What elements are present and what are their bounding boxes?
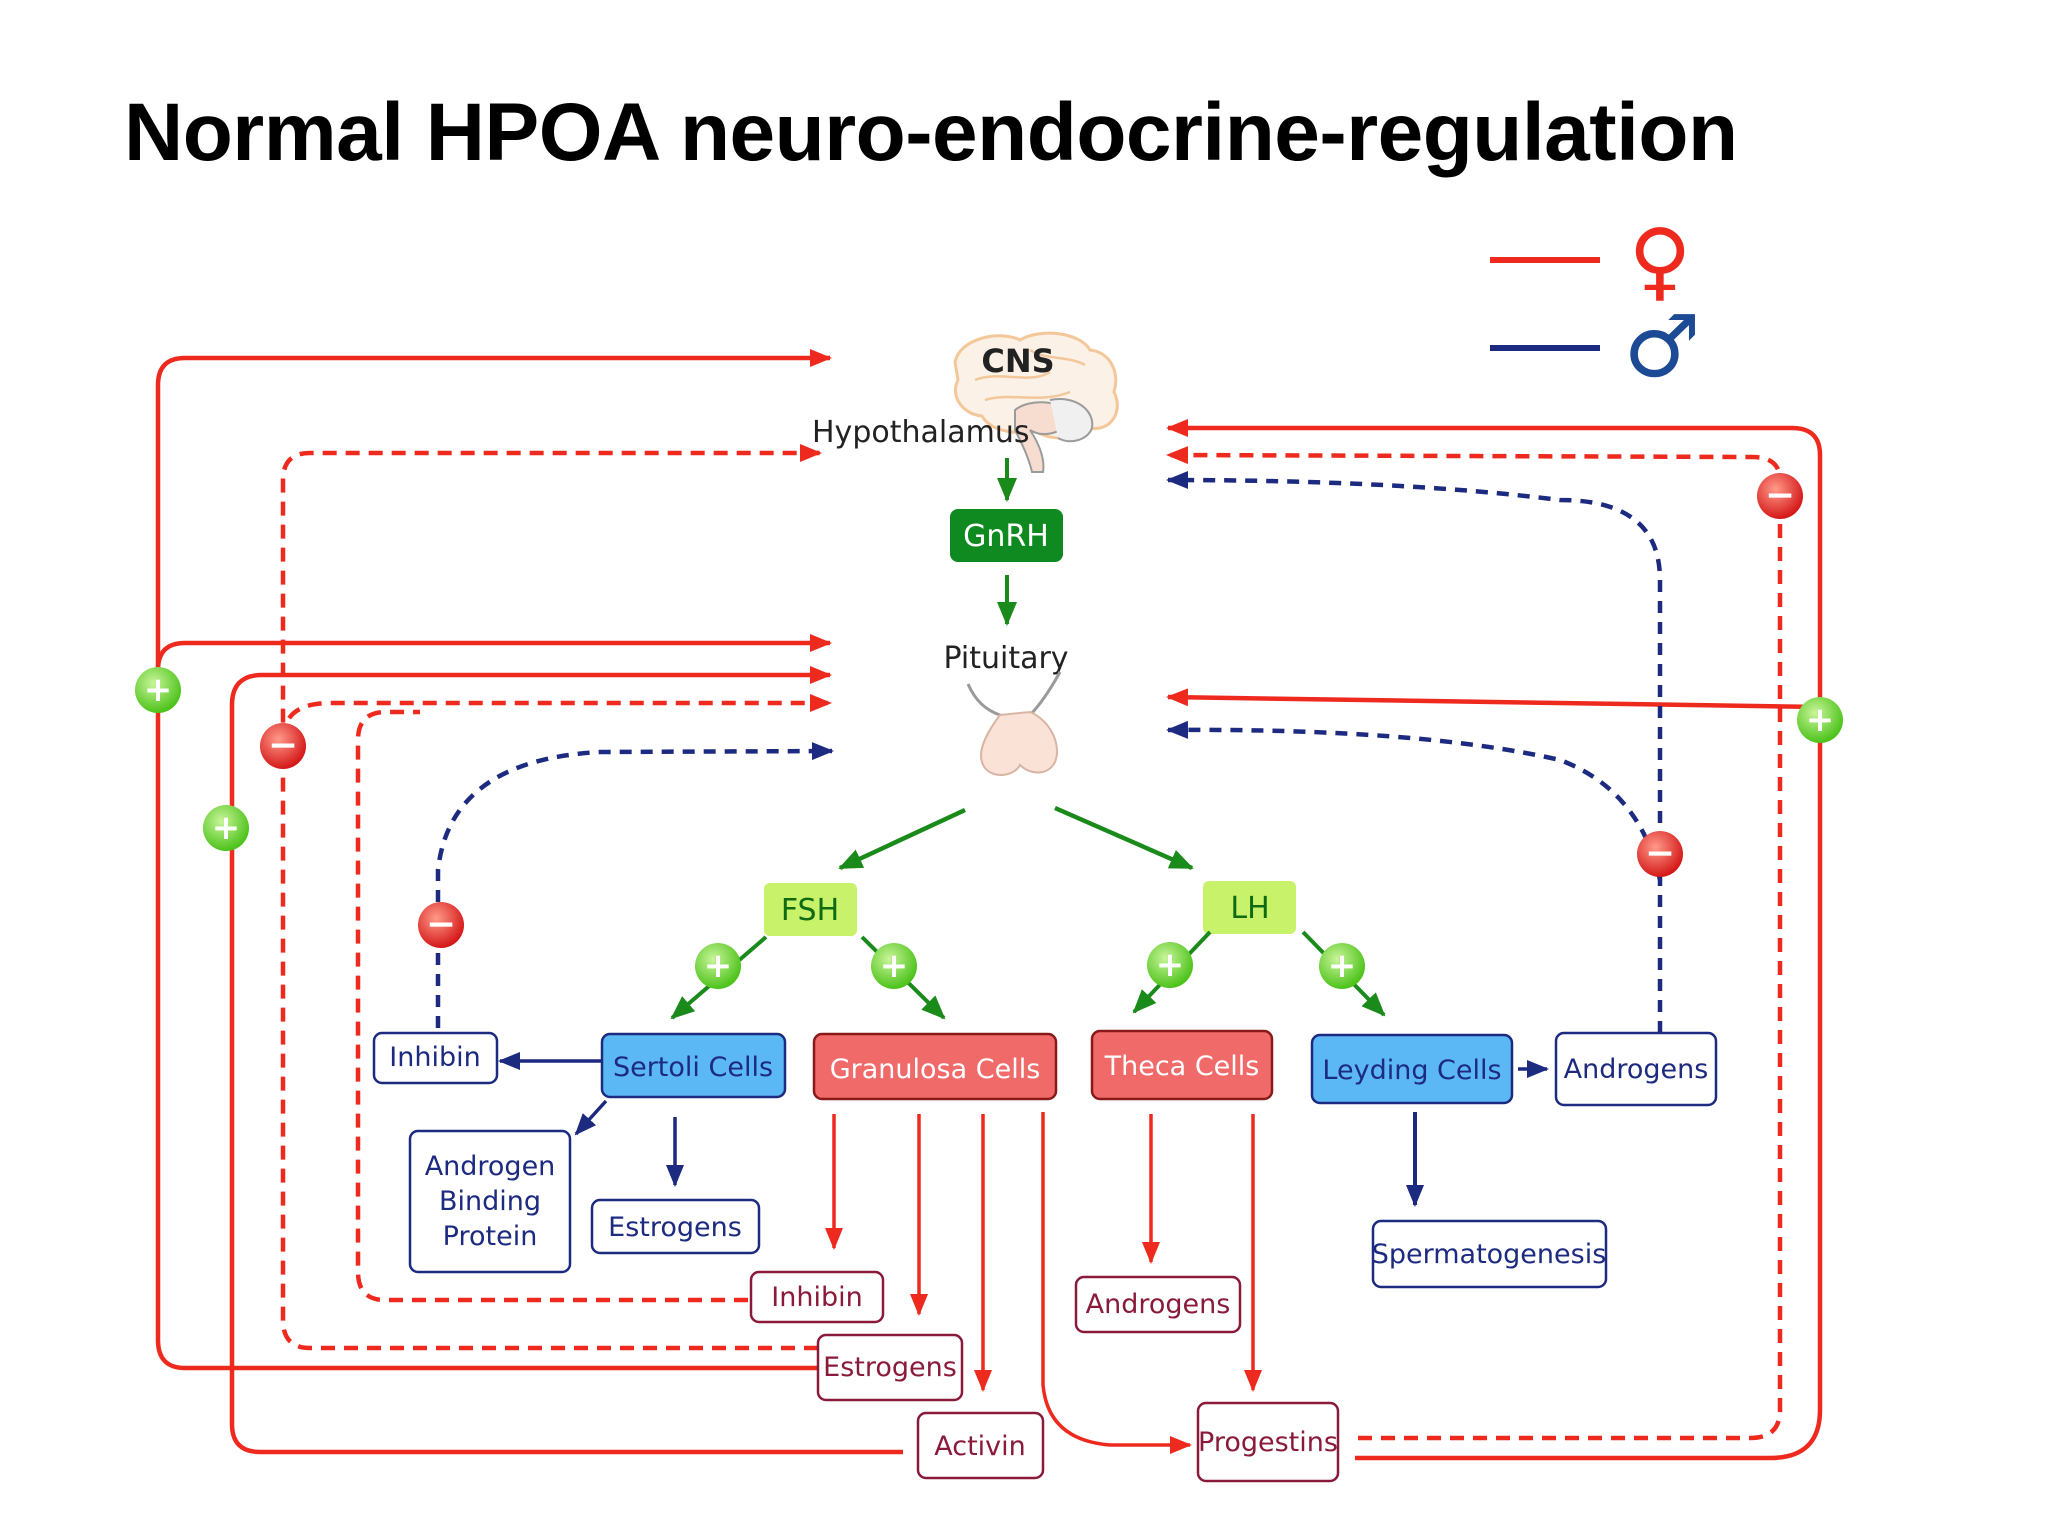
androgens-female-label: Androgens bbox=[1086, 1289, 1231, 1320]
svg-text:+: + bbox=[880, 946, 909, 986]
fsh-label: FSH bbox=[781, 893, 839, 928]
progestins-label: Progestins bbox=[1198, 1427, 1338, 1458]
inhibin-female-box bbox=[749, 1270, 885, 1324]
plus-sign-lh-theca: + bbox=[1147, 942, 1193, 988]
spermatogenesis-label: Spermatogenesis bbox=[1372, 1239, 1607, 1270]
svg-text:−: − bbox=[1645, 833, 1675, 874]
granulosa-cells-box bbox=[812, 1032, 1058, 1101]
dashed-androgens-to-pituitary bbox=[1166, 720, 1663, 881]
progestins-box bbox=[1196, 1401, 1340, 1483]
svg-text:+: + bbox=[212, 808, 241, 848]
slide-title: Normal HPOA neuro-endocrine-regulation bbox=[124, 87, 1738, 178]
sertoli-cells-label: Sertoli Cells bbox=[613, 1052, 773, 1083]
line-estrogens-to-pituitary bbox=[155, 634, 832, 690]
gnrh-label: GnRH bbox=[963, 519, 1049, 554]
svg-text:+: + bbox=[1328, 946, 1357, 986]
abp-label-line1: Androgen bbox=[425, 1151, 556, 1182]
svg-text:+: + bbox=[1806, 700, 1835, 740]
plus-sign-progestins-right: + bbox=[1797, 697, 1843, 743]
dashed-inhibin-male-to-pituitary bbox=[435, 742, 834, 1028]
arrow-granulosa-progestins bbox=[1041, 1112, 1192, 1454]
spermatogenesis-box bbox=[1371, 1219, 1608, 1289]
legend: ♀ ♂ bbox=[1490, 211, 1701, 397]
svg-text:+: + bbox=[1156, 945, 1185, 985]
plus-sign-estrogens-left: + bbox=[135, 667, 181, 713]
activin-label: Activin bbox=[934, 1431, 1026, 1462]
leydig-cells-box bbox=[1310, 1033, 1514, 1105]
minus-sign-inhibin-male: − bbox=[418, 902, 464, 948]
dashed-androgens-to-hypothalamus bbox=[1166, 471, 1663, 1033]
estrogens-female-label: Estrogens bbox=[823, 1352, 957, 1383]
theca-cells-label: Theca Cells bbox=[1104, 1051, 1260, 1082]
pituitary-icon bbox=[966, 671, 1062, 776]
male-symbol-icon: ♂ bbox=[1623, 297, 1700, 397]
svg-text:+: + bbox=[704, 946, 733, 986]
line-progestins-to-hypothalamus bbox=[1166, 419, 1823, 1461]
minus-sign-progestins-right: − bbox=[1757, 473, 1803, 519]
gnrh-box bbox=[950, 509, 1063, 562]
inhibin-female-label: Inhibin bbox=[771, 1282, 862, 1313]
estrogens-male-box bbox=[590, 1198, 761, 1255]
abp-label-line3: Protein bbox=[443, 1221, 538, 1252]
minus-sign-androgens-right: − bbox=[1637, 831, 1683, 877]
female-symbol-icon: ♀ bbox=[1629, 211, 1692, 311]
abp-box bbox=[408, 1129, 572, 1274]
dashed-estrogens-to-hypothalamus bbox=[280, 444, 822, 1351]
abp-label-line2: Binding bbox=[439, 1186, 541, 1217]
line-progestins-to-pituitary bbox=[1166, 688, 1821, 710]
svg-text:−: − bbox=[426, 904, 456, 945]
inhibin-male-box bbox=[372, 1031, 499, 1085]
line-activin-to-pituitary bbox=[229, 666, 903, 1455]
fsh-box bbox=[764, 883, 857, 936]
estrogens-male-label: Estrogens bbox=[608, 1212, 742, 1243]
lh-box bbox=[1203, 881, 1296, 934]
theca-cells-box bbox=[1090, 1029, 1274, 1101]
hypothalamus-label: Hypothalamus bbox=[812, 415, 1029, 450]
svg-text:−: − bbox=[268, 725, 298, 766]
sertoli-cells-box bbox=[600, 1032, 787, 1099]
arrow-pituitary-fsh bbox=[838, 807, 966, 871]
estrogens-female-box bbox=[816, 1333, 964, 1402]
androgens-female-box bbox=[1074, 1275, 1242, 1334]
brain-icon bbox=[953, 331, 1119, 473]
arrow-pituitary-lh bbox=[1054, 805, 1194, 871]
androgens-male-label: Androgens bbox=[1564, 1054, 1709, 1085]
minus-sign-estrogens-left: − bbox=[260, 723, 306, 769]
cns-label: CNS bbox=[981, 342, 1054, 380]
leydig-cells-label: Leyding Cells bbox=[1322, 1055, 1501, 1086]
svg-text:−: − bbox=[1765, 475, 1795, 516]
plus-sign-fsh-sertoli: + bbox=[695, 943, 741, 989]
plus-sign-activin-left: + bbox=[203, 805, 249, 851]
dashed-progestins-to-hypothalamus bbox=[1166, 446, 1783, 1441]
svg-text:+: + bbox=[144, 670, 173, 710]
activin-box bbox=[916, 1411, 1045, 1480]
pituitary-label: Pituitary bbox=[943, 641, 1068, 676]
lh-label: LH bbox=[1230, 891, 1269, 926]
dashed-estrogens-to-pituitary bbox=[280, 694, 832, 741]
inhibin-male-label: Inhibin bbox=[389, 1042, 480, 1073]
line-estrogens-to-hypothalamus bbox=[155, 349, 832, 1371]
arrow-sertoli-abp bbox=[574, 1099, 608, 1136]
plus-sign-lh-leydig: + bbox=[1319, 943, 1365, 989]
granulosa-cells-label: Granulosa Cells bbox=[830, 1054, 1041, 1085]
androgens-male-box bbox=[1554, 1031, 1718, 1107]
plus-sign-fsh-granulosa: + bbox=[871, 943, 917, 989]
dashed-inhibin-to-pituitary bbox=[355, 709, 748, 1303]
